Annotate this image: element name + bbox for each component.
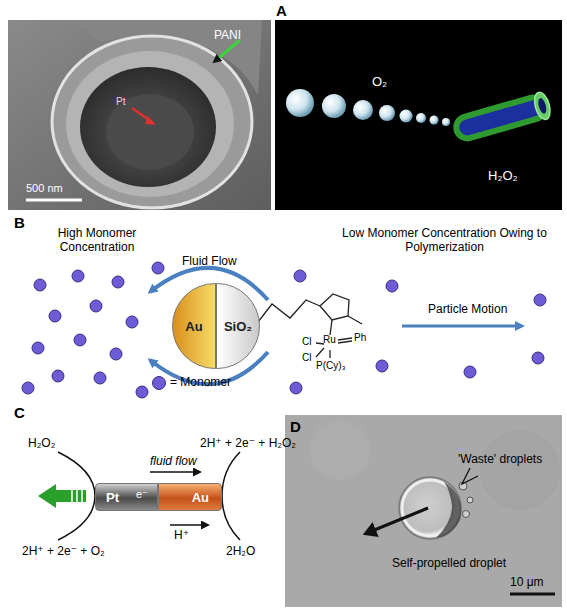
droplet-micrograph bbox=[285, 415, 562, 607]
atom-label: Ph bbox=[354, 332, 366, 344]
panel-letter: D bbox=[290, 418, 301, 436]
atom-label: Cl bbox=[302, 352, 311, 364]
species-label: O₂ bbox=[372, 74, 387, 90]
region-label: High Monomer Concentration bbox=[32, 226, 162, 255]
segment-label: SiO₂ bbox=[224, 319, 252, 334]
segment-label: Pt bbox=[106, 490, 119, 505]
scale-label: 10 μm bbox=[510, 575, 544, 589]
bimetallic-rod-illustration bbox=[38, 452, 240, 540]
platinum-segment: Pt bbox=[95, 483, 158, 511]
segment-label: Au bbox=[185, 319, 202, 334]
reaction-label: 2H⁺ + 2e⁻ + O₂ bbox=[22, 544, 105, 558]
annotation-label: Self-propelled droplet bbox=[392, 556, 506, 570]
silica-hemisphere: SiO₂ bbox=[216, 283, 260, 369]
panel-letter: B bbox=[14, 214, 25, 232]
atom-label: P(Cy)₃ bbox=[316, 360, 346, 372]
species-label: H₂O₂ bbox=[488, 168, 518, 184]
flow-label: Fluid Flow bbox=[182, 254, 237, 268]
annotation-label: 'Waste' droplets bbox=[458, 452, 542, 466]
material-label: Pt bbox=[116, 96, 125, 108]
reaction-label: 2H₂O bbox=[226, 544, 255, 558]
legend-swatch bbox=[152, 376, 166, 390]
panel-letter: A bbox=[276, 2, 287, 20]
reaction-label: 2H⁺ + 2e⁻ + H₂O₂ bbox=[200, 436, 296, 450]
segment-label: Au bbox=[192, 490, 209, 505]
gold-hemisphere: Au bbox=[172, 283, 216, 369]
gold-segment: Au bbox=[158, 483, 222, 511]
material-label: PANI bbox=[214, 28, 241, 42]
polymerization-motor-illustration bbox=[22, 262, 546, 398]
legend-text: = Monomer bbox=[170, 375, 231, 389]
charge-label: H⁺ bbox=[174, 528, 189, 542]
flow-label: fluid flow bbox=[150, 454, 197, 468]
sem-micrograph bbox=[8, 20, 271, 210]
atom-label: Cl bbox=[302, 336, 311, 348]
region-label: Low Monomer Concentration Owing to Polym… bbox=[332, 226, 557, 255]
bubble-propulsion-illustration bbox=[275, 20, 562, 210]
scale-label: 500 nm bbox=[26, 182, 63, 195]
motion-label: Particle Motion bbox=[428, 302, 507, 316]
atom-label: Ru bbox=[323, 334, 336, 346]
reaction-label: H₂O₂ bbox=[28, 436, 55, 450]
panel-letter: C bbox=[14, 404, 25, 422]
charge-label: e⁻ bbox=[136, 488, 148, 501]
